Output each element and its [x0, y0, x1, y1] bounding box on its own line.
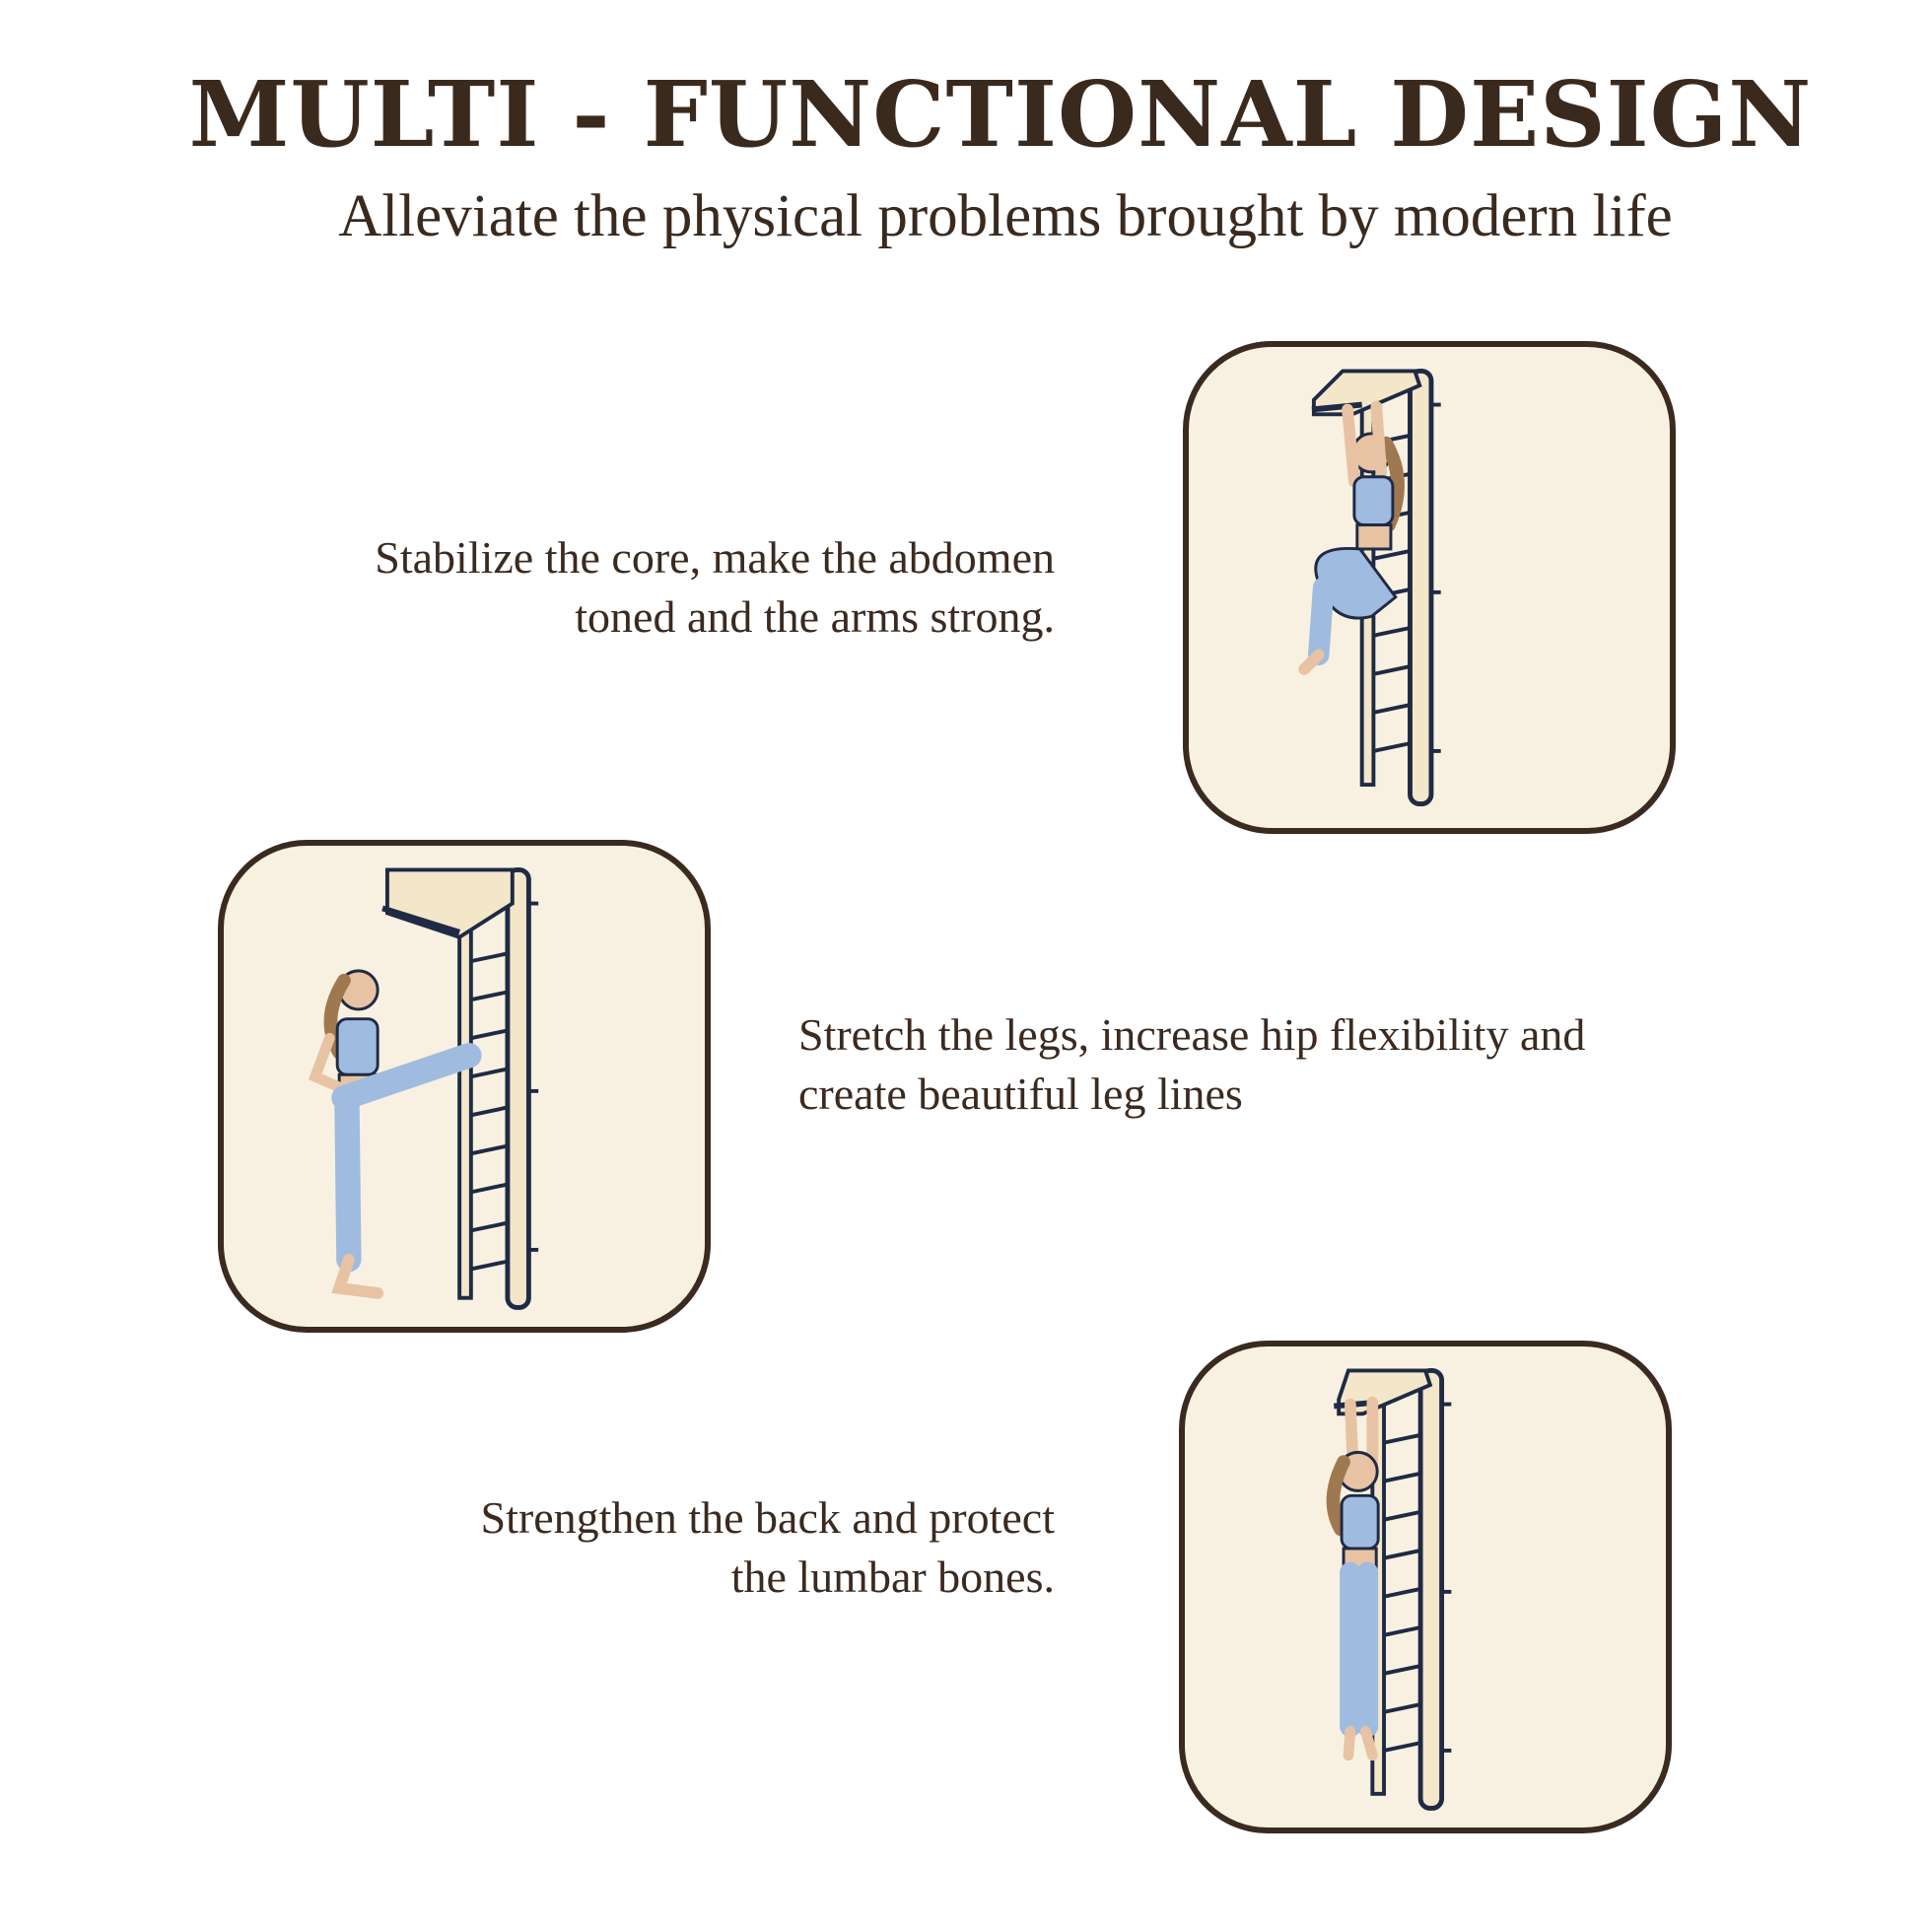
feature-legs-line-2: create beautiful leg lines: [798, 1069, 1243, 1119]
page-title: MULTI - FUNCTIONAL DESIGN: [188, 61, 1813, 168]
page-subtitle: Alleviate the physical problems brought …: [338, 183, 1673, 249]
feature-core-line-1: Stabilize the core, make the abdomen: [375, 532, 1055, 583]
leg-stretch-illustration: [218, 840, 711, 1333]
knee-raise-illustration: [1183, 341, 1676, 834]
wall-bars-dead-hang-icon: [1326, 1367, 1452, 1811]
feature-back-line-2: the lumbar bones.: [730, 1552, 1055, 1602]
feature-legs-line-1: Stretch the legs, increase hip flexibili…: [798, 1009, 1586, 1060]
feature-core-line-2: toned and the arms strong.: [575, 591, 1055, 642]
feature-back-text: Strengthen the back and protect the lumb…: [296, 1488, 1055, 1607]
feature-back-line-1: Strengthen the back and protect: [480, 1492, 1055, 1543]
dead-hang-illustration: [1179, 1341, 1672, 1833]
feature-core-text: Stabilize the core, make the abdomen ton…: [296, 528, 1055, 647]
wall-bars-leg-stretch-icon: [308, 866, 539, 1310]
wall-bars-hanging-knee-raise-icon: [1298, 368, 1441, 807]
feature-legs-text: Stretch the legs, increase hip flexibili…: [798, 1005, 1686, 1124]
